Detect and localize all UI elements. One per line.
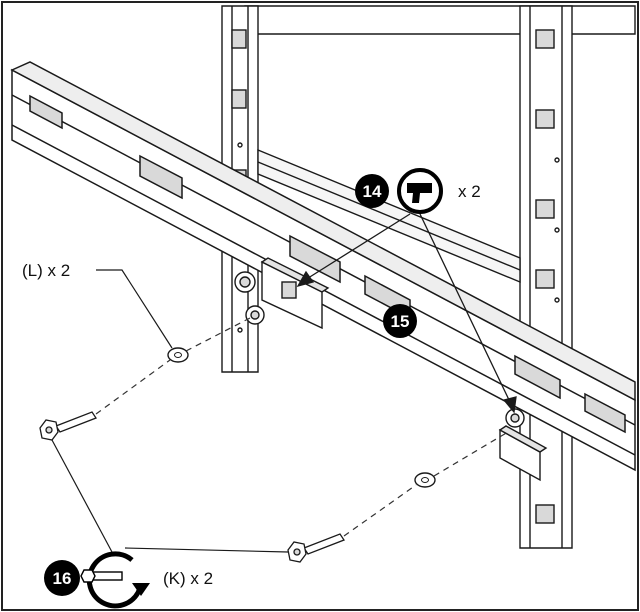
washer-left (167, 347, 189, 363)
right-wall-bracket (498, 408, 548, 482)
step-16-callout: 16 (K) x 2 (44, 551, 213, 609)
washer-right (414, 472, 436, 488)
step-14-callout: 14 x 2 (355, 168, 481, 214)
washer-qty-label: (L) x 2 (22, 261, 70, 280)
step-14-qty: x 2 (458, 182, 481, 201)
tighten-bolt-icon (80, 551, 150, 609)
step-15-callout: 15 (383, 304, 417, 338)
dashed-assembly-lines (95, 317, 509, 537)
step-16-badge (44, 560, 80, 596)
left-wall-bracket (234, 257, 330, 330)
step-14-badge (355, 174, 389, 208)
drill-leader-arrows (296, 213, 517, 414)
step-14-number: 14 (363, 182, 382, 201)
step-16-qty: (K) x 2 (163, 569, 213, 588)
washer-leader-line (96, 269, 173, 349)
level-bar (10, 61, 636, 472)
step-15-badge (383, 304, 417, 338)
bolt-leader-lines (51, 439, 289, 553)
lag-bolt-right (287, 533, 345, 563)
lag-bolt-left (39, 411, 97, 441)
step-15-number: 15 (391, 312, 410, 331)
step-16-number: 16 (53, 569, 72, 588)
